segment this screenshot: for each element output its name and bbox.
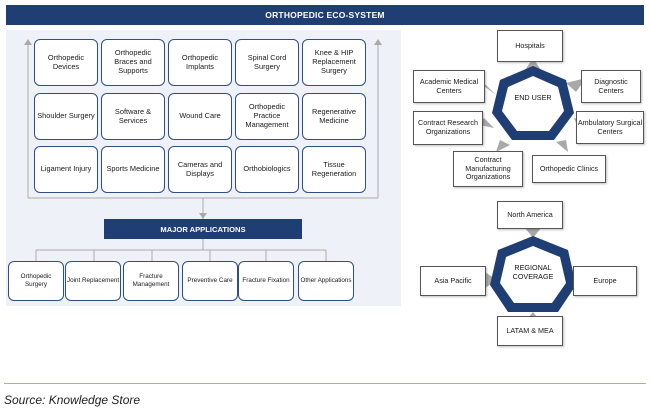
source-note: Source: Knowledge Store <box>4 393 141 407</box>
regional-hub-label: REGIONAL COVERAGE <box>512 263 554 281</box>
region-north-america: North America <box>497 201 563 229</box>
end-user-hub-label: END USER <box>514 93 552 102</box>
end-user-hub-inner <box>502 76 564 131</box>
end-user-diagnostic-centers: Diagnostic Centers <box>581 70 641 103</box>
application-box: Other Applications <box>298 261 354 301</box>
end-user-hospitals: Hospitals <box>497 30 563 62</box>
end-user-academic-medical-centers: Academic Medical Centers <box>413 70 485 103</box>
regional-hub-inner <box>500 246 566 303</box>
end-user-contract-research-organizations: Contract Research Organizations <box>413 111 483 145</box>
segment-box: Tissue Regeneration <box>302 146 366 193</box>
segment-box: Cameras and Displays <box>168 146 232 193</box>
segment-box: Sports Medicine <box>101 146 165 193</box>
segment-box: Knee & HIP Replacement Surgery <box>302 39 366 86</box>
segment-box: Ligament Injury <box>34 146 98 193</box>
segment-box: Software & Services <box>101 93 165 140</box>
segment-box: Orthopedic Braces and Supports <box>101 39 165 86</box>
ecosystem-title: ORTHOPEDIC ECO-SYSTEM <box>6 5 644 25</box>
region-latam-mea: LATAM & MEA <box>497 316 563 346</box>
segment-box: Orthopedic Devices <box>34 39 98 86</box>
major-applications-header: MAJOR APPLICATIONS <box>104 219 302 239</box>
left-up-arrow <box>24 39 32 45</box>
down-arrow <box>199 213 207 219</box>
segment-box: Shoulder Surgery <box>34 93 98 140</box>
segment-box: Wound Care <box>168 93 232 140</box>
region-europe: Europe <box>573 266 637 296</box>
segment-box: Orthopedic Practice Management <box>235 93 299 140</box>
end-user-contract-manufacturing-organizations: Contract Manufacturing Organizations <box>453 151 523 187</box>
application-box: Fracture Management <box>123 261 179 301</box>
region-asia-pacific: Asia Pacific <box>420 266 486 296</box>
application-box: Orthopedic Surgery <box>8 261 64 301</box>
end-user-ambulatory-surgical-centers: Ambulatory Surgical Centers <box>576 111 644 144</box>
segment-box: Spinal Cord Surgery <box>235 39 299 86</box>
application-box: Preventive Care <box>182 261 238 301</box>
source-divider <box>4 383 646 384</box>
segment-box: Orthobiologics <box>235 146 299 193</box>
end-user-orthopedic-clinics: Orthopedic Clinics <box>532 155 606 183</box>
segment-box: Regenerative Medicine <box>302 93 366 140</box>
right-up-arrow <box>374 39 382 45</box>
segment-box: Orthopedic Implants <box>168 39 232 86</box>
application-box: Fracture Fixation <box>238 261 294 301</box>
application-box: Joint Replacement <box>65 261 121 301</box>
